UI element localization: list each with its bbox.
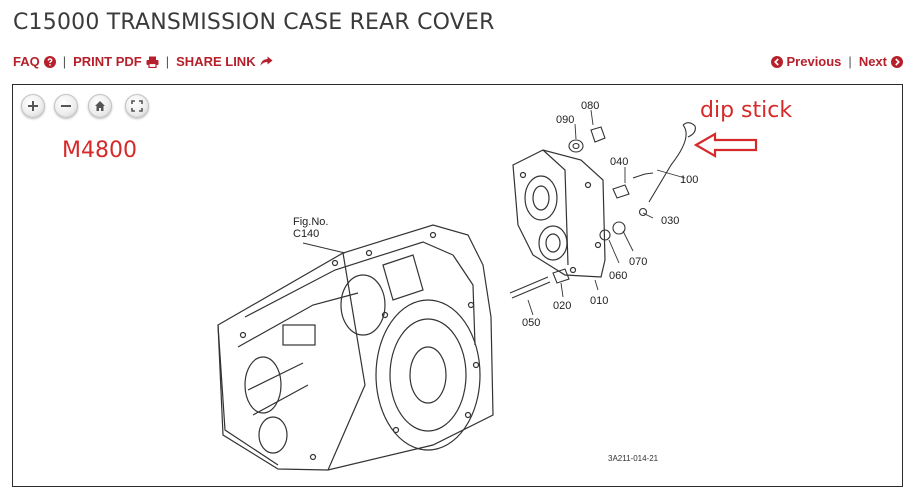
- part-label-030: 030: [661, 215, 679, 227]
- chevron-left-circle-icon: [770, 55, 783, 68]
- next-label: Next: [858, 54, 887, 69]
- fig-no-value: C140: [293, 228, 319, 240]
- faq-label: FAQ: [13, 54, 40, 69]
- exploded-parts-diagram: Fig.No. C140 080 090 040 100 030 070 060…: [217, 100, 758, 471]
- zoom-out-button[interactable]: [54, 94, 78, 118]
- part-label-090: 090: [556, 114, 574, 126]
- dipstick-annotation: dip stick: [700, 98, 793, 123]
- fullscreen-button[interactable]: [125, 94, 149, 118]
- share-link-label: SHARE LINK: [176, 54, 256, 69]
- part-label-070: 070: [629, 256, 647, 268]
- zoom-in-button[interactable]: [21, 94, 45, 118]
- drawing-code: 3A211-014-21: [608, 454, 659, 463]
- share-arrow-icon: [260, 56, 273, 66]
- red-arrow-icon: [693, 132, 758, 158]
- page-title: C15000 TRANSMISSION CASE REAR COVER: [13, 10, 495, 35]
- print-pdf-link[interactable]: PRINT PDF: [73, 54, 159, 69]
- part-label-040: 040: [610, 156, 628, 168]
- transmission-case-drawing: [217, 224, 494, 471]
- part-label-100: 100: [680, 174, 698, 186]
- part-label-050: 050: [522, 317, 540, 329]
- home-icon: [95, 101, 105, 111]
- chevron-right-circle-icon: [891, 55, 903, 68]
- part-label-080: 080: [581, 100, 599, 112]
- part-label-010: 010: [590, 295, 608, 307]
- fig-no-label: Fig.No.: [293, 216, 328, 228]
- toolbar-left: FAQ | PRINT PDF | SHARE LINK: [13, 54, 273, 69]
- part-label-060: 060: [609, 270, 627, 282]
- previous-label: Previous: [786, 54, 842, 69]
- plus-icon: [28, 101, 38, 111]
- diagram-viewer[interactable]: M4800 dip stick: [12, 84, 903, 487]
- share-link[interactable]: SHARE LINK: [176, 54, 273, 69]
- faq-link[interactable]: FAQ: [13, 54, 56, 69]
- next-link[interactable]: Next: [859, 54, 903, 69]
- toolbar-separator: |: [62, 54, 67, 69]
- question-circle-icon: [43, 55, 56, 68]
- previous-link[interactable]: Previous: [770, 54, 842, 69]
- toolbar-separator: |: [848, 54, 852, 69]
- home-button[interactable]: [88, 94, 112, 118]
- print-pdf-label: PRINT PDF: [73, 54, 142, 69]
- part-leader-lines: [302, 109, 686, 316]
- minus-icon: [61, 105, 71, 107]
- part-label-020: 020: [553, 300, 571, 312]
- fullscreen-icon: [131, 100, 143, 112]
- rear-cover-drawing: [512, 149, 606, 278]
- printer-icon: [146, 56, 159, 68]
- toolbar-separator: |: [165, 54, 170, 69]
- model-annotation: M4800: [62, 138, 137, 163]
- small-parts-drawing: [509, 122, 696, 299]
- toolbar-right: Previous | Next: [770, 54, 903, 69]
